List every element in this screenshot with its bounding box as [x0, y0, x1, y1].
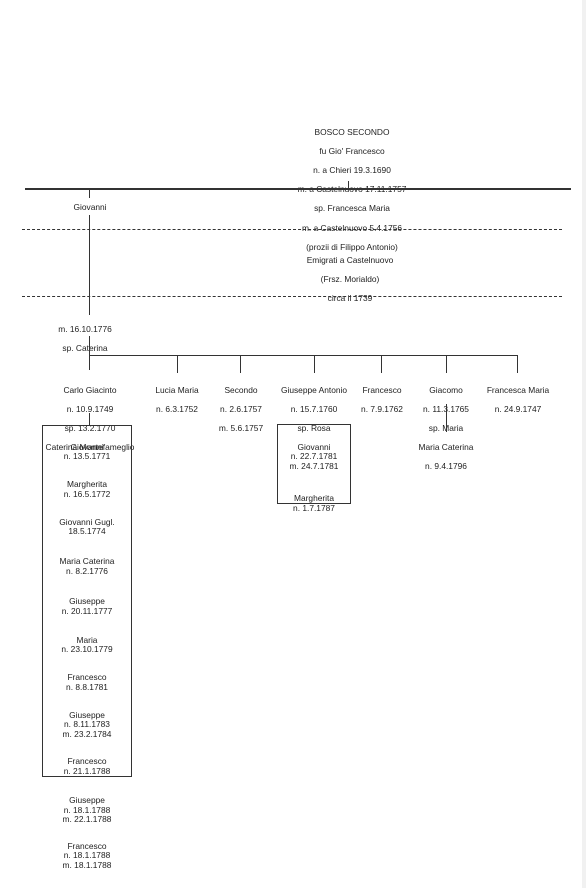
giacomo-connector: [446, 404, 447, 432]
child-drop: [314, 355, 315, 373]
child-detail: n. 6.3.1752: [156, 403, 198, 414]
child-drop: [446, 355, 447, 373]
root-connector: [348, 181, 349, 188]
child-francesco: Francesco n. 7.9.1762: [350, 376, 414, 424]
emigration-line-1: Emigrati a Castelnuovo: [306, 254, 394, 265]
child-lucia-maria: Lucia Maria n. 6.3.1752: [142, 376, 212, 424]
child-giacomo: Giacomo n. 11.3.1765 sp. Maria: [414, 376, 478, 443]
root-spouse-origin: (prozii di Filippo Antonio): [306, 241, 398, 252]
child-detail: m. 5.6.1757: [218, 422, 264, 433]
giovanni-death: m. 16.10.1776: [58, 323, 112, 334]
child-name: Secondo: [224, 384, 258, 395]
child-detail: n. 10.9.1749: [66, 403, 114, 414]
emigration-line-3: circa il 1739: [327, 292, 373, 303]
child-drop: [517, 355, 518, 373]
dashed-line-bottom: [22, 296, 562, 297]
root-spouse: sp. Francesca Maria: [314, 203, 390, 214]
root-ancestor: BOSCO SECONDO fu Gio' Francesco n. a Chi…: [282, 118, 422, 262]
root-death: m. a Castelnuovo 17.11.1757: [282, 185, 422, 195]
child-detail: sp. Rosa: [297, 422, 331, 433]
children-bar: [89, 355, 517, 357]
carlo-children-box: [42, 425, 132, 777]
child-carlo-giacinto: Carlo Giacinto n. 10.9.1749 sp. 13.2.177…: [40, 376, 140, 462]
root-spouse-death: m. a Castelnuovo 5.4.1756: [301, 222, 403, 233]
root-name: BOSCO SECONDO: [314, 126, 390, 137]
child-giuseppe-antonio: Giuseppe Antonio n. 15.7.1760 sp. Rosa: [272, 376, 356, 443]
giovanni-to-children-connector: [89, 336, 90, 370]
child-detail: n. 2.6.1757: [220, 403, 262, 414]
child-name: Carlo Giacinto: [63, 384, 117, 395]
child-drop: [381, 355, 382, 373]
child-drop: [177, 355, 178, 373]
root-birth: n. a Chieri 19.3.1690: [313, 164, 391, 175]
grandchild: Giovanni Gugl.18.5.1774: [59, 516, 115, 537]
giovanni-details: m. 16.10.1776 sp. Caterina: [40, 315, 130, 363]
grandchild-detail: n. 9.4.1796: [425, 460, 467, 471]
child-name: Francesca Maria: [486, 384, 550, 395]
giovanni-trunk: [89, 215, 90, 315]
child-name: Francesco: [362, 384, 402, 395]
child-secondo: Secondo n. 2.6.1757 m. 5.6.1757: [208, 376, 274, 443]
child-detail: n. 15.7.1760: [290, 403, 338, 414]
child-detail: n. 24.9.1747: [494, 403, 542, 414]
root-father: fu Gio' Francesco: [319, 145, 385, 156]
child-name: Giacomo: [429, 384, 463, 395]
child-detail: n. 11.3.1765: [423, 403, 469, 414]
dashed-line-top: [22, 229, 562, 230]
child-name: Giuseppe Antonio: [280, 384, 348, 395]
emigration-note: Emigrati a Castelnuovo (Frsz. Morialdo) …: [285, 246, 415, 313]
grandchild-name: Maria Caterina: [418, 441, 474, 452]
giovanni-spouse: sp. Caterina: [62, 342, 108, 353]
person-giovanni: Giovanni: [73, 202, 107, 212]
child-detail: sp. Maria: [428, 422, 464, 433]
page-edge-shadow: [582, 0, 586, 888]
carlo-connector: [89, 413, 90, 426]
generation-bar: [25, 188, 571, 190]
giacomo-child: Maria Caterina n. 9.4.1796: [404, 433, 488, 481]
giuseppe-children-box: [277, 424, 351, 504]
child-drop: [240, 355, 241, 373]
child-detail: sp. 13.2.1770: [64, 422, 116, 433]
child-francesca-maria: Francesca Maria n. 24.9.1747: [478, 376, 558, 424]
emigration-line-2: (Frsz. Morialdo): [320, 273, 380, 284]
giovanni-connector-top: [89, 188, 90, 198]
child-name: Lucia Maria: [155, 384, 199, 395]
child-detail: n. 7.9.1762: [361, 403, 403, 414]
child-detail: Caterina Montefameglio: [45, 442, 135, 453]
